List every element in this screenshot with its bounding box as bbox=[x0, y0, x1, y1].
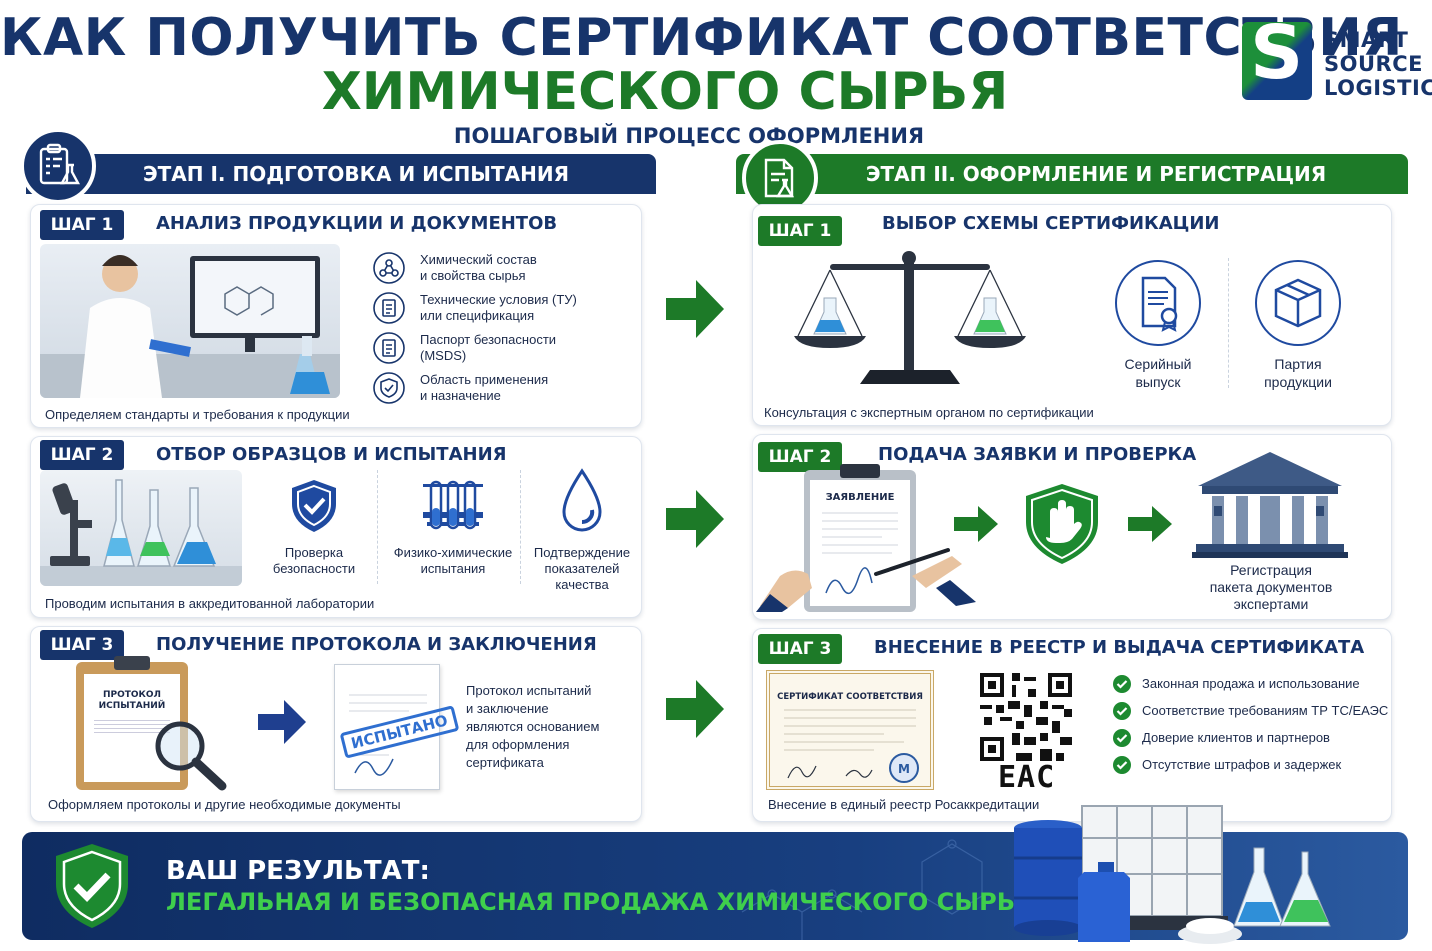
stage2-header: ЭТАП II. ОФОРМЛЕНИЕ И РЕГИСТРАЦИЯ bbox=[736, 154, 1408, 194]
check-circle-icon bbox=[1113, 674, 1131, 693]
svg-text:M: M bbox=[898, 762, 910, 776]
step-title: ПОДАЧА ЗАЯВКИ И ПРОВЕРКА bbox=[878, 444, 1197, 465]
box-icon bbox=[1255, 260, 1341, 346]
chemical-containers-illustration bbox=[1014, 805, 1331, 944]
arrow-right-icon bbox=[666, 680, 724, 738]
lab-scientist-photo bbox=[40, 244, 340, 398]
shield-check-icon bbox=[56, 844, 128, 928]
divider bbox=[377, 470, 378, 584]
step-badge: ШАГ 3 bbox=[758, 634, 842, 664]
brand-logo: S SMARTSOURCELOGISTICS bbox=[1242, 16, 1432, 102]
result-title: ВАШ РЕЗУЛЬТАТ: bbox=[166, 856, 430, 886]
step-caption: Определяем стандарты и требования к прод… bbox=[45, 407, 350, 422]
list-item: Доверие клиентов и партнеров bbox=[1112, 724, 1388, 751]
step-badge: ШАГ 2 bbox=[758, 442, 842, 472]
application-clipboard: ЗАЯВЛЕНИЕ bbox=[804, 464, 916, 612]
step-caption: Оформляем протоколы и другие необходимые… bbox=[48, 797, 401, 812]
list-item: Паспорт безопасности(MSDS) bbox=[372, 328, 632, 368]
step-caption: Внесение в единый реестр Росаккредитации bbox=[768, 797, 1040, 812]
step-badge: ШАГ 1 bbox=[758, 216, 842, 246]
step-caption: Консультация с экспертным органом по сер… bbox=[764, 405, 1094, 420]
step-title: АНАЛИЗ ПРОДУКЦИИ И ДОКУМЕНТОВ bbox=[156, 213, 558, 234]
arrow-right-icon bbox=[666, 280, 724, 338]
divider bbox=[1228, 258, 1229, 388]
approved-document: ИСПЫТАНО bbox=[334, 664, 460, 790]
step-badge: ШАГ 1 bbox=[40, 210, 124, 240]
shield-check-icon bbox=[292, 480, 336, 532]
shield-hand-icon bbox=[1026, 484, 1098, 564]
government-building-icon bbox=[1192, 452, 1348, 558]
certificate-of-conformity: СЕРТИФИКАТ СООТВЕТСТВИЯ M bbox=[766, 670, 934, 790]
step-badge: ШАГ 3 bbox=[40, 630, 124, 660]
molecule-icon bbox=[373, 252, 405, 284]
check-circle-icon bbox=[1113, 755, 1131, 774]
step-title: ВЫБОР СХЕМЫ СЕРТИФИКАЦИИ bbox=[882, 213, 1220, 234]
qr-code-icon bbox=[980, 673, 1072, 761]
arrow-right-icon bbox=[1128, 506, 1172, 542]
logo-text: SMARTSOURCELOGISTICS bbox=[1324, 28, 1432, 100]
arrow-right-icon bbox=[954, 506, 998, 542]
arrow-right-icon bbox=[666, 490, 724, 548]
result-text: ЛЕГАЛЬНАЯ И БЕЗОПАСНАЯ ПРОДАЖА ХИМИЧЕСКО… bbox=[166, 888, 1045, 916]
list-item: Соответствие требованиям ТР ТС/ЕАЭС bbox=[1112, 697, 1388, 724]
step-title: ПОЛУЧЕНИЕ ПРОТОКОЛА И ЗАКЛЮЧЕНИЯ bbox=[156, 634, 597, 655]
stage1-header: ЭТАП I. ПОДГОТОВКА И ИСПЫТАНИЯ bbox=[26, 154, 656, 194]
document-flask-icon bbox=[742, 140, 818, 216]
benefits-list: Законная продажа и использование Соответ… bbox=[1112, 670, 1388, 778]
stage2-step1-panel bbox=[752, 204, 1392, 426]
check-circle-icon bbox=[1113, 701, 1131, 720]
page-subtitle: ПОШАГОВЫЙ ПРОЦЕСС ОФОРМЛЕНИЯ bbox=[453, 124, 925, 148]
magnifier-icon bbox=[155, 721, 227, 791]
step-title: ОТБОР ОБРАЗЦОВ И ИСПЫТАНИЯ bbox=[156, 444, 507, 465]
molecule-pattern bbox=[741, 839, 983, 940]
eac-mark: EAC bbox=[998, 760, 1056, 795]
page-title: КАК ПОЛУЧИТЬ СЕРТИФИКАТ СООТВЕТСТВИЯ bbox=[0, 8, 1403, 68]
certificate-document-icon bbox=[1115, 260, 1201, 346]
microscope-flasks-photo bbox=[40, 470, 242, 586]
list-item: Технические условия (ТУ)или спецификация bbox=[372, 288, 632, 328]
step-caption: Проводим испытания в аккредитованной лаб… bbox=[45, 596, 375, 611]
arrow-right-icon bbox=[258, 700, 306, 744]
divider bbox=[520, 470, 521, 584]
document-icon bbox=[373, 292, 405, 324]
drop-icon bbox=[562, 468, 602, 532]
hands-pen-icon bbox=[756, 548, 976, 612]
clipboard-flask-icon bbox=[20, 128, 96, 204]
list-item: Отсутствие штрафов и задержек bbox=[1112, 751, 1388, 778]
document-icon bbox=[373, 332, 405, 364]
list-item: Законная продажа и использование bbox=[1112, 670, 1388, 697]
step-badge: ШАГ 2 bbox=[40, 440, 124, 470]
test-tubes-icon bbox=[423, 480, 483, 530]
check-circle-icon bbox=[1113, 728, 1131, 747]
scales-icon bbox=[794, 251, 1026, 384]
page-title-highlight: ХИМИЧЕСКОГО СЫРЬЯ bbox=[321, 62, 1009, 122]
step-title: ВНЕСЕНИЕ В РЕЕСТР И ВЫДАЧА СЕРТИФИКАТА bbox=[874, 637, 1365, 658]
logo-mark-icon: S bbox=[1242, 16, 1312, 100]
shield-check-icon bbox=[373, 372, 405, 404]
